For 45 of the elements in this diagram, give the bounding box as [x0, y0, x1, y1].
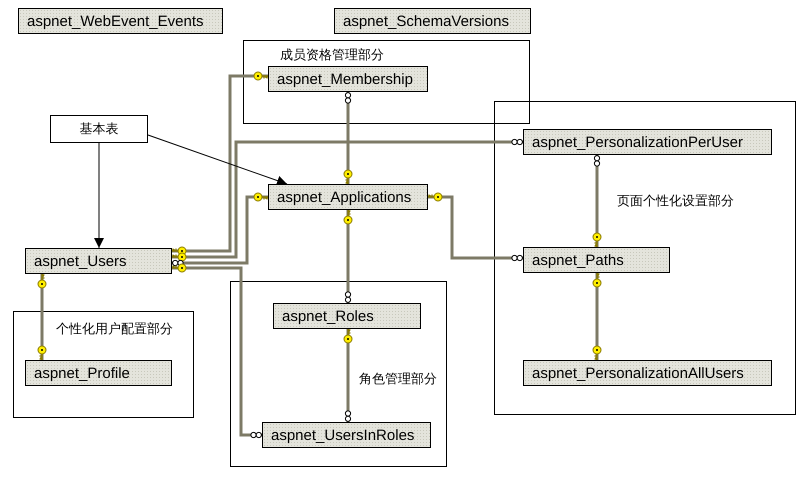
table-name: aspnet_UsersInRoles [271, 426, 414, 444]
table-box [523, 247, 670, 273]
table-box [334, 8, 531, 34]
arrow [148, 134, 288, 186]
table-box [18, 8, 223, 34]
table-box [25, 360, 172, 386]
table-name: aspnet_Applications [277, 188, 412, 206]
group-heading: 角色管理部分 [359, 371, 437, 388]
relationship-line [592, 155, 602, 248]
table-name: aspnet_Membership [277, 70, 413, 88]
group-frame [230, 281, 447, 467]
group-heading: 页面个性化设置部分 [617, 193, 734, 210]
group-frame [13, 311, 194, 418]
table-name: aspnet_PersonalizationAllUsers [532, 364, 744, 382]
table-name: aspnet_Users [34, 252, 127, 270]
table-name: aspnet_Roles [282, 308, 374, 324]
table-box [268, 66, 428, 92]
table-name: aspnet_PersonalizationPerUser [532, 134, 743, 150]
relationship-line [37, 273, 47, 361]
relationship-line [171, 71, 269, 256]
group-heading: 成员资格管理部分 [280, 47, 384, 64]
arrow [94, 142, 104, 248]
table-box [268, 184, 428, 210]
note-text: 基本表 [80, 121, 118, 138]
relationship-line [172, 192, 269, 266]
group-heading: 个性化用户配置部分 [56, 321, 173, 338]
relationship-line [427, 192, 523, 262]
relationship-line [592, 272, 602, 361]
table-name: aspnet_SchemaVersions [343, 12, 509, 30]
relationship-line [343, 209, 353, 303]
note-box [50, 115, 148, 143]
relationship-line [171, 138, 523, 262]
table-box [25, 248, 172, 274]
table-box [273, 303, 421, 329]
table-box [523, 129, 772, 155]
group-frame [243, 40, 530, 124]
relationship-line [171, 263, 262, 438]
table-name: aspnet_Profile [34, 364, 130, 382]
table-name: aspnet_Paths [532, 252, 624, 268]
relationship-line [343, 328, 353, 422]
table-name: aspnet_WebEvent_Events [27, 12, 204, 30]
group-frame [494, 101, 796, 415]
table-box [523, 360, 772, 386]
relationship-line [343, 92, 353, 185]
table-box [262, 422, 431, 448]
